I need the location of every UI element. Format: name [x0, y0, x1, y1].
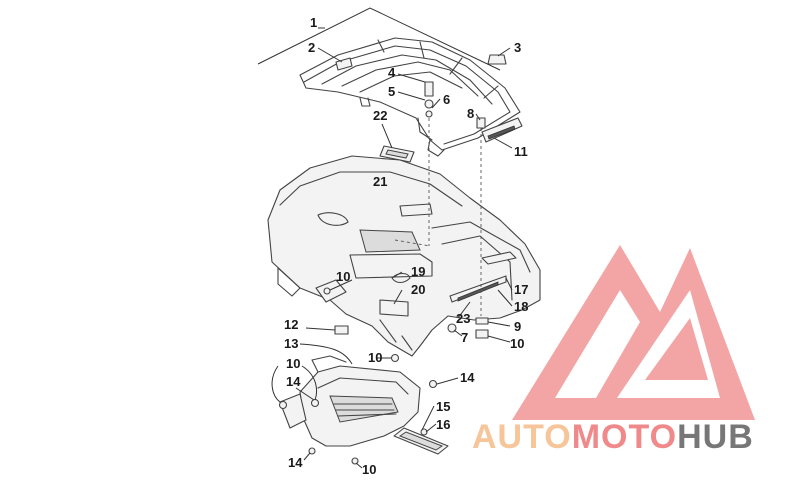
- wordmark-hub: HUB: [677, 418, 754, 456]
- svg-text:AUTOMOTOHUB: AUTOMOTOHUB: [472, 418, 754, 456]
- decal-22: [379, 145, 415, 163]
- callout-labels: 1 2 3 4 5 6 7 8 9 10 10 10 10 10 11 12 1…: [284, 15, 528, 477]
- callout-7: 7: [461, 330, 468, 345]
- callout-10-left: 10: [286, 356, 300, 371]
- footwell: [278, 355, 421, 465]
- callout-12: 12: [284, 317, 298, 332]
- automotohub-wordmark: AUTOMOTOHUB: [472, 418, 754, 456]
- assembly-lines: [394, 118, 482, 316]
- callout-22: 22: [373, 108, 387, 123]
- callout-9: 9: [514, 319, 521, 334]
- callout-8: 8: [467, 106, 474, 121]
- callout-1: 1: [310, 15, 317, 30]
- callout-23: 23: [456, 311, 470, 326]
- callout-10-right: 10: [510, 336, 524, 351]
- callout-6: 6: [443, 92, 450, 107]
- rear-rack: [299, 37, 523, 157]
- callout-17: 17: [514, 282, 528, 297]
- callout-4: 4: [388, 65, 396, 80]
- rack-hardware: [424, 54, 507, 129]
- callout-11: 11: [514, 144, 528, 159]
- side-bolt: [428, 379, 438, 389]
- callout-21: 21: [373, 174, 387, 189]
- fender-bracket: [315, 279, 347, 303]
- callout-19: 19: [411, 264, 425, 279]
- callout-10-bottom: 10: [362, 462, 376, 477]
- callout-18: 18: [514, 299, 528, 314]
- wordmark-auto: AUTO: [472, 418, 572, 456]
- callout-13: 13: [284, 336, 298, 351]
- footrest: [393, 427, 449, 455]
- wordmark-moto: MOTO: [572, 418, 677, 456]
- rack-bracket-lines: [257, 7, 501, 71]
- leader-lines: [271, 47, 513, 469]
- callout-20: 20: [411, 282, 425, 297]
- callout-10-center: 10: [368, 350, 382, 365]
- callout-16: 16: [436, 417, 450, 432]
- callout-14-bottom: 14: [288, 455, 303, 470]
- callout-14-left: 14: [286, 374, 301, 389]
- callout-2: 2: [308, 40, 315, 55]
- callout-10-fender: 10: [336, 269, 350, 284]
- rear-fender: [267, 155, 541, 357]
- callout-5: 5: [388, 84, 395, 99]
- callout-3: 3: [514, 40, 521, 55]
- callout-15: 15: [436, 399, 450, 414]
- callout-14-right: 14: [460, 370, 475, 385]
- automotohub-logo: [512, 245, 755, 420]
